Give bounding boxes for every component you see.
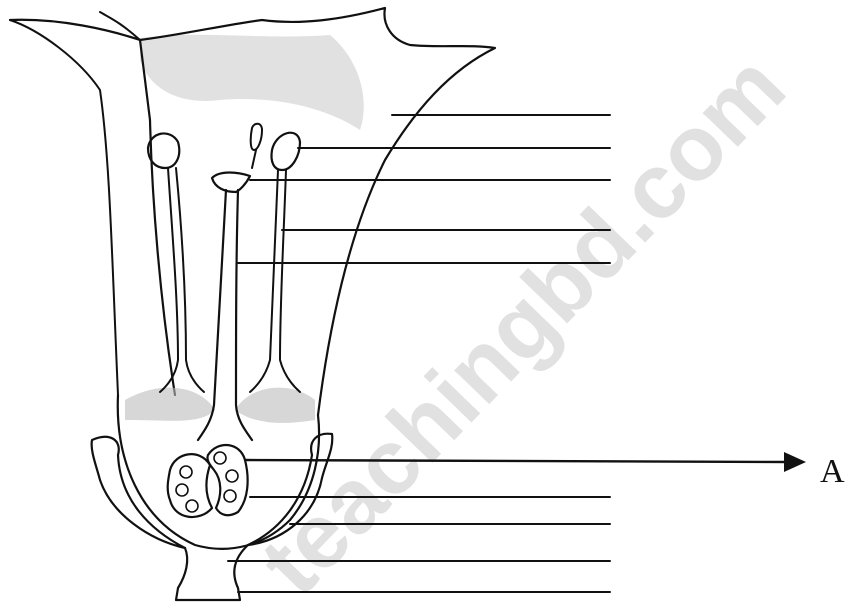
corolla-left-lobe <box>10 20 118 395</box>
corolla-top-notch <box>100 12 140 40</box>
ovule <box>176 484 188 496</box>
anther-right <box>271 133 300 170</box>
anther-centre <box>251 124 262 168</box>
stigma <box>212 173 250 193</box>
flower-drawing <box>10 8 495 600</box>
ovule <box>180 466 192 478</box>
filament-left <box>160 168 204 392</box>
arrow-head-a <box>784 452 806 472</box>
ovary-shading-left <box>125 388 215 421</box>
ovary-shading-right <box>235 388 315 423</box>
ovule <box>226 470 238 482</box>
ovary-locule-left <box>168 454 212 517</box>
ovule <box>214 452 226 464</box>
label-a: A <box>820 453 845 490</box>
ovule <box>186 500 198 512</box>
corolla-shading <box>140 35 364 130</box>
filament-right <box>250 170 300 392</box>
ovule <box>224 490 236 502</box>
watermark-text: teachingbd.com <box>241 36 804 607</box>
anther-left <box>148 133 179 168</box>
